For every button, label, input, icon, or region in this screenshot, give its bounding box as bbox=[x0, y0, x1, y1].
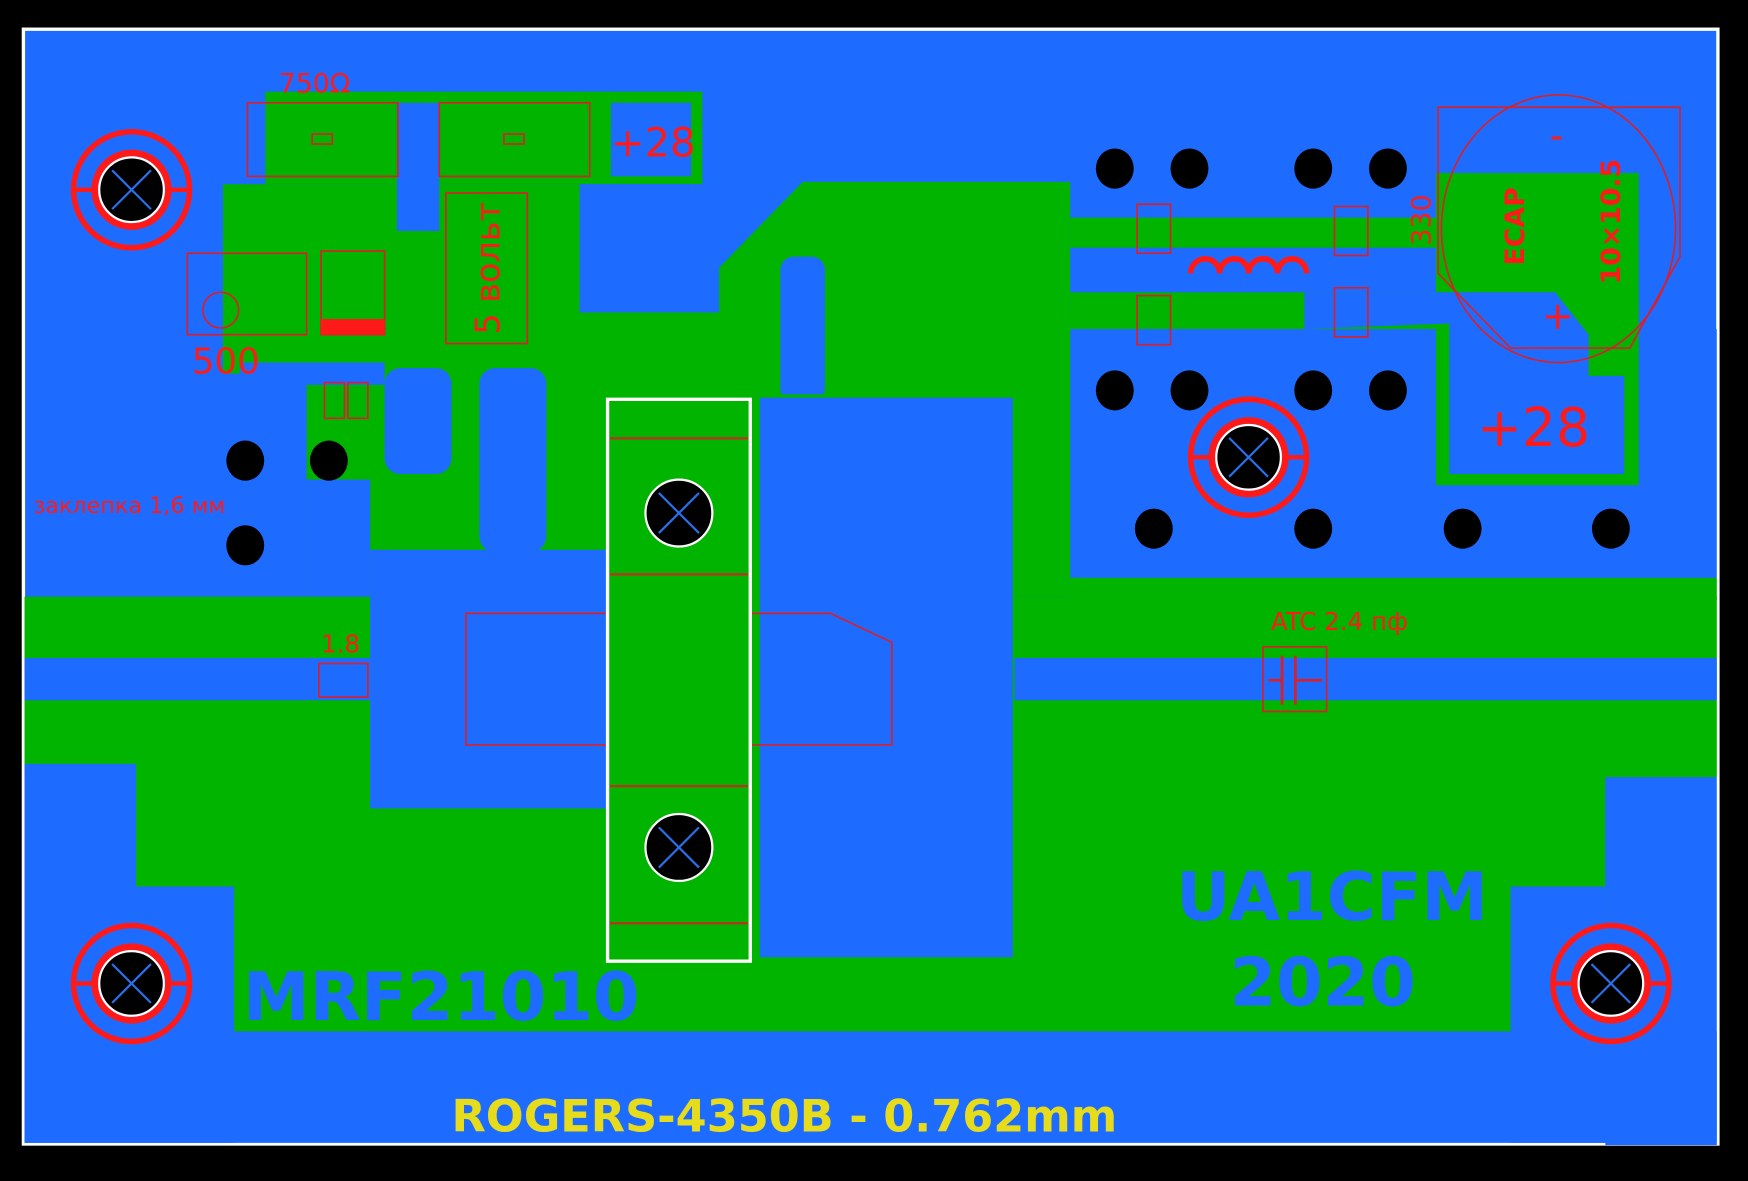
cap-1-8-label: 1.8 bbox=[321, 629, 360, 658]
via bbox=[1170, 370, 1209, 411]
ecap-plus: + bbox=[1542, 294, 1574, 338]
cross-icon bbox=[1228, 437, 1269, 478]
plus28-right-label: +28 bbox=[1477, 396, 1590, 459]
tantalum-polarity-band bbox=[321, 319, 385, 335]
via bbox=[1294, 370, 1333, 411]
atc-cap-label: ATC 2.4 пф bbox=[1271, 607, 1408, 636]
year-label: 2020 bbox=[1230, 944, 1416, 1022]
via bbox=[1591, 508, 1630, 549]
resistor-750-label: 750Ω bbox=[279, 69, 351, 100]
via bbox=[1170, 148, 1209, 189]
mounting-hole bbox=[644, 478, 714, 548]
mounting-holes bbox=[70, 128, 1672, 1045]
via bbox=[1294, 148, 1333, 189]
mounting-hole bbox=[1187, 396, 1310, 519]
transistor-label: MRF21010 bbox=[243, 958, 639, 1036]
via bbox=[1294, 508, 1333, 549]
regulator-5v-label: 5 вольт bbox=[468, 202, 507, 335]
mounting-hole bbox=[644, 812, 714, 883]
ecap-size-label: 10×10.5 bbox=[1596, 159, 1627, 285]
material-label: ROGERS-4350B - 0.762mm bbox=[451, 1091, 1117, 1143]
callsign-label: UA1CFM bbox=[1176, 858, 1488, 936]
via bbox=[1443, 508, 1482, 549]
via bbox=[226, 525, 265, 566]
ecap-minus: - bbox=[1550, 113, 1564, 157]
via bbox=[1095, 370, 1134, 411]
cross-icon bbox=[658, 826, 700, 869]
plus28-pad-right bbox=[1449, 375, 1625, 475]
via bbox=[1095, 148, 1134, 189]
via bbox=[1368, 370, 1407, 411]
mounting-hole bbox=[70, 128, 193, 251]
cross-icon bbox=[111, 169, 152, 210]
rivet-note: заклепка 1,6 мм bbox=[33, 493, 225, 519]
vias bbox=[226, 148, 1630, 566]
mounting-hole bbox=[70, 922, 193, 1045]
res-330-label: 330 bbox=[1406, 194, 1437, 245]
trimmer-500-label: 500 bbox=[192, 342, 260, 383]
mounting-hole bbox=[1550, 922, 1672, 1045]
cross-icon bbox=[111, 963, 152, 1004]
cross-icon bbox=[1590, 963, 1632, 1004]
cross-icon bbox=[658, 492, 700, 534]
via bbox=[226, 440, 265, 481]
via bbox=[1368, 148, 1407, 189]
via bbox=[309, 440, 348, 481]
ecap-label: ECAP bbox=[1500, 187, 1531, 265]
via bbox=[1134, 508, 1173, 549]
plus28-top-label: +28 bbox=[611, 120, 696, 166]
